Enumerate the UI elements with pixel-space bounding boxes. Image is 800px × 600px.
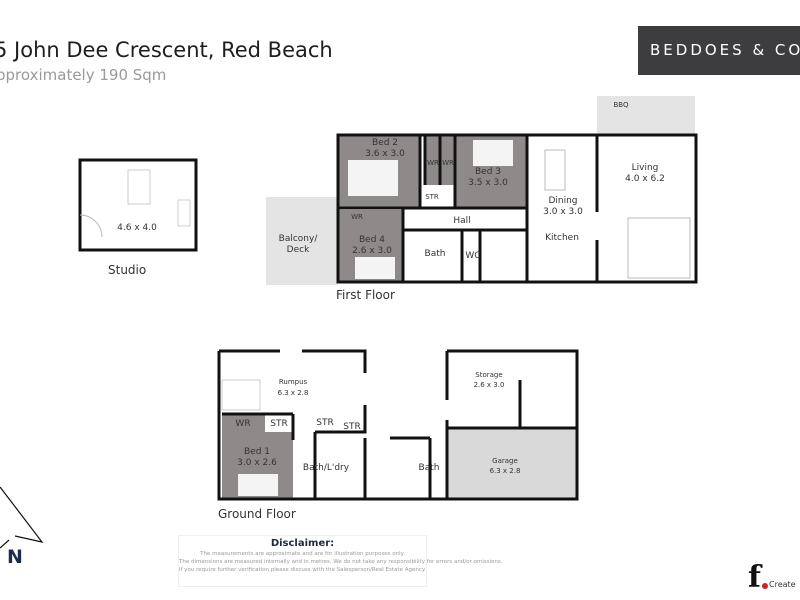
garage-area [448,428,577,499]
hall-label: Hall [453,216,470,226]
garage-name: Garage [492,457,518,465]
logo-dot-icon [762,583,768,589]
bed4-dims: 2.6 x 3.0 [352,246,392,256]
wc-label: WC [465,251,480,261]
compass-arrow-icon [0,486,44,549]
ground-floor-label: Ground Floor [218,507,296,521]
bed-icon [238,474,278,496]
studio-walls [78,158,198,252]
dining-dims: 3.0 x 3.0 [543,207,583,217]
first-floor-label: First Floor [336,288,395,302]
ground-floor-walls [217,349,579,501]
living-dims: 4.0 x 6.2 [625,174,665,184]
bed-icon [348,160,398,196]
disclaimer-line: The measurements are approximate and are… [200,551,405,557]
disclaimer-line: The dimensions are measured internally a… [179,559,503,565]
bed3-name: Bed 3 [475,167,501,177]
bed-icon [355,257,395,279]
living-name: Living [632,163,659,173]
storage-name: Storage [475,371,502,379]
garage-dims: 6.3 x 2.8 [490,467,521,475]
dining-table-icon [544,149,566,191]
brand-logo: BEDDOES & CO [638,26,800,75]
creator-text: Create [769,580,796,589]
storage-dims: 2.6 x 3.0 [474,381,505,389]
property-title: 5 John Dee Crescent, Red Beach [0,38,333,62]
bed1-name: Bed 1 [244,447,270,457]
north-label: N [7,546,23,568]
rumpus-name: Rumpus [279,378,308,386]
wr-label: WR [427,159,439,167]
str-area [265,414,293,432]
sofa-icon [127,169,151,205]
bbq-label: BBQ [613,101,629,109]
studio-plan: 4.6 x 4.0 Studio [78,158,198,277]
str-label: STR [343,422,360,432]
bed2-name: Bed 2 [372,138,398,148]
studio-dims: 4.6 x 4.0 [117,223,157,233]
first-floor-walls [336,133,698,284]
str-label: STR [316,418,333,428]
balcony-label: Balcony/ [279,234,319,244]
creator-logo: f [748,560,761,595]
bath-label: Bath [419,463,440,473]
balcony-label: Deck [287,245,310,255]
dining-name: Dining [548,196,577,206]
wr-label: WR [442,159,454,167]
wr-label: WR [235,419,250,429]
bed4-name: Bed 4 [359,235,385,245]
sofa-icon [627,217,691,279]
bath-laundry-label: Bath/L'dry [303,463,350,473]
ground-floor-plan: Rumpus 6.3 x 2.8 WR STR STR STR Bed 1 3.… [217,349,579,521]
disclaimer-line: If you require further verification plea… [179,567,427,573]
rumpus-dims: 6.3 x 2.8 [278,389,309,397]
door-swing-icon [79,214,103,238]
str-label: STR [270,419,287,429]
bed-icon [473,140,513,166]
disclaimer-box: Disclaimer: The measurements are approxi… [178,535,503,587]
sofa-icon [221,379,261,411]
kitchen-label: Kitchen [545,233,579,243]
disclaimer-title: Disclaimer: [270,538,335,549]
bbq-deck [597,96,695,135]
str-label: STR [425,193,439,201]
balcony-area [266,197,338,285]
bed1-dims: 3.0 x 2.6 [237,458,277,468]
area-subtitle: pproximately 190 Sqm [0,66,167,84]
studio-label: Studio [108,263,146,277]
bed3-dims: 3.5 x 3.0 [468,178,508,188]
bath-label: Bath [425,249,446,259]
desk-icon [177,199,191,227]
first-floor-plan: Bed 2 3.6 x 3.0 WR WR STR Bed 3 3.5 x 3.… [266,96,698,302]
wr-label: WR [351,213,363,221]
bed2-dims: 3.6 x 3.0 [365,149,405,159]
